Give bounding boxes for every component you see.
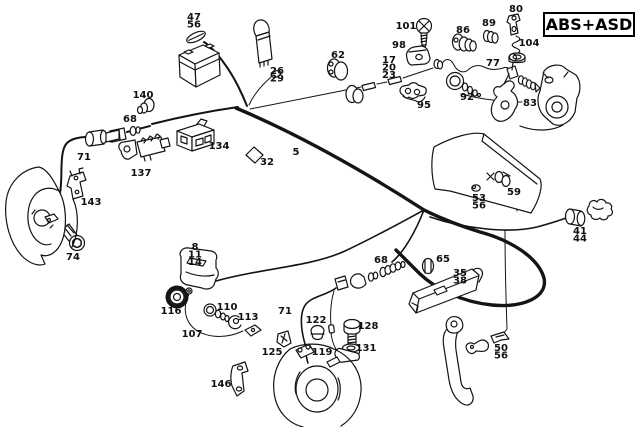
abs-asd-badge-text: ABS+ASD: [545, 15, 633, 34]
part-label-68-left: 68: [123, 114, 137, 125]
clip-143: [66, 167, 87, 200]
bracket-134: [176, 118, 215, 152]
part-label-137: 137: [131, 168, 152, 179]
part-label-68-right: 68: [374, 255, 388, 266]
clip-95: [399, 82, 427, 103]
battery: [178, 43, 221, 88]
part-label-62: 62: [331, 50, 345, 61]
part-label-113: 113: [238, 312, 259, 323]
part-label-86: 86: [456, 25, 470, 36]
part-label-140: 140: [133, 90, 154, 101]
sensor-92: [445, 71, 482, 98]
part-label-119: 119: [312, 347, 333, 358]
part-label-32: 32: [260, 157, 274, 168]
part-label-83: 83: [523, 98, 537, 109]
gear-wheel-116: [165, 285, 189, 309]
connector-chain-68-right: [349, 260, 406, 289]
screw-101: [415, 17, 433, 49]
bracket-80: [506, 13, 521, 36]
steering-knuckle: [490, 73, 519, 122]
part-label-5: 5: [293, 147, 300, 158]
bracket-35-38: [408, 267, 484, 314]
cone-140: [136, 97, 155, 115]
part-label-143: 143: [81, 197, 102, 208]
abs-asd-badge: ABS+ASD: [543, 12, 635, 37]
clip-125: [276, 330, 292, 348]
part-label-101: 101: [396, 21, 417, 32]
ring-89: [482, 29, 499, 44]
grommet-65: [421, 257, 435, 275]
part-label-104: 104: [519, 38, 540, 49]
part-label-98: 98: [392, 40, 406, 51]
part-label-95: 95: [417, 100, 431, 111]
part-label-131: 131: [356, 343, 377, 354]
part-label-116: 116: [161, 306, 182, 317]
part-label-134: 134: [209, 141, 230, 152]
tag-32: [245, 146, 264, 164]
part-label-107: 107: [182, 329, 203, 340]
wing-clip: [465, 339, 490, 355]
brake-shield-front-left: [5, 166, 78, 266]
part-label-80: 80: [509, 4, 523, 15]
part-label-71-left: 71: [77, 152, 91, 163]
bracket-50-56: [490, 331, 510, 344]
connector-41-44: [564, 198, 614, 227]
part-label-71-right: 71: [278, 306, 292, 317]
part-label-59: 59: [507, 187, 521, 198]
part-label-125: 125: [262, 347, 283, 358]
connector-26-29: [270, 70, 282, 78]
part-label-65: 65: [436, 254, 450, 265]
cap-122: [310, 324, 325, 341]
connector-71-left: [84, 129, 120, 147]
connector-housing-137: [118, 133, 171, 162]
wiring-harness-lines: [51, 41, 567, 364]
relay: [253, 19, 273, 68]
ground-cable-107-ends: [185, 287, 262, 337]
part-label-74: 74: [66, 252, 80, 263]
part-label-77: 77: [486, 58, 500, 69]
part-label-122: 122: [306, 315, 327, 326]
splice-connectors-17-20-23: [361, 75, 403, 92]
part-label-128: 128: [358, 321, 379, 332]
lead-77-ends: [433, 53, 519, 80]
part-label-110: 110: [217, 302, 238, 313]
suspension-link: [442, 316, 474, 406]
part-label-92: 92: [460, 92, 474, 103]
grommet-62: [326, 58, 364, 104]
cable-channel-8-11-14: [179, 247, 219, 290]
fuse-link-47-56: [186, 30, 206, 44]
axle-housing: [519, 64, 581, 131]
wheel-hub-front-right: [273, 343, 362, 427]
bolt-110: [203, 303, 230, 323]
sensor-119: [326, 275, 360, 368]
part-label-89: 89: [482, 18, 496, 29]
bracket-98: [405, 45, 431, 66]
bushing-86: [451, 33, 477, 52]
part-label-146: 146: [211, 379, 232, 390]
bracket-146: [230, 361, 249, 397]
spring-sensor-104: [508, 35, 526, 64]
control-unit-59: [431, 132, 542, 214]
ring-113: [228, 315, 242, 330]
parts-layer: [5, 13, 614, 427]
